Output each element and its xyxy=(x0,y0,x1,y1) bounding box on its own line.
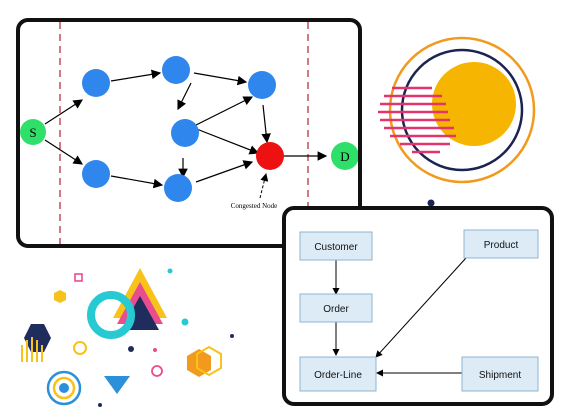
er-diagram-panel: Customer Order Order-Line Product Shipme… xyxy=(282,206,554,406)
source-node-label: S xyxy=(29,125,36,140)
er-relationships xyxy=(332,257,467,377)
entity-shipment-label: Shipment xyxy=(479,370,521,381)
network-node xyxy=(171,119,199,147)
source-node xyxy=(20,119,46,145)
network-edges xyxy=(44,69,328,189)
entity-order-line-label: Order-Line xyxy=(314,370,362,381)
entity-shipment xyxy=(461,356,539,392)
network-graph: S D Congested Node xyxy=(20,22,358,244)
entity-product-label: Product xyxy=(484,240,519,251)
entity-order-label: Order xyxy=(323,304,349,315)
entity-order xyxy=(299,293,373,323)
geometric-decorations xyxy=(21,268,234,407)
congested-pointer xyxy=(259,173,269,199)
entity-product xyxy=(463,229,539,259)
destination-node-label: D xyxy=(340,149,349,164)
network-node xyxy=(82,160,110,188)
er-diagram: Customer Order Order-Line Product Shipme… xyxy=(299,229,539,392)
destination-node xyxy=(331,142,358,170)
sun-illustration xyxy=(378,36,536,184)
congested-node xyxy=(256,142,284,170)
network-node xyxy=(164,174,192,202)
entity-customer xyxy=(299,231,373,261)
network-node xyxy=(162,56,190,84)
entity-order-line xyxy=(299,356,377,392)
network-diagram-panel: S D Congested Node xyxy=(16,18,362,248)
congested-node-caption: Congested Node xyxy=(231,202,277,210)
network-node xyxy=(82,69,110,97)
network-node xyxy=(248,71,276,99)
entity-customer-label: Customer xyxy=(314,242,358,253)
